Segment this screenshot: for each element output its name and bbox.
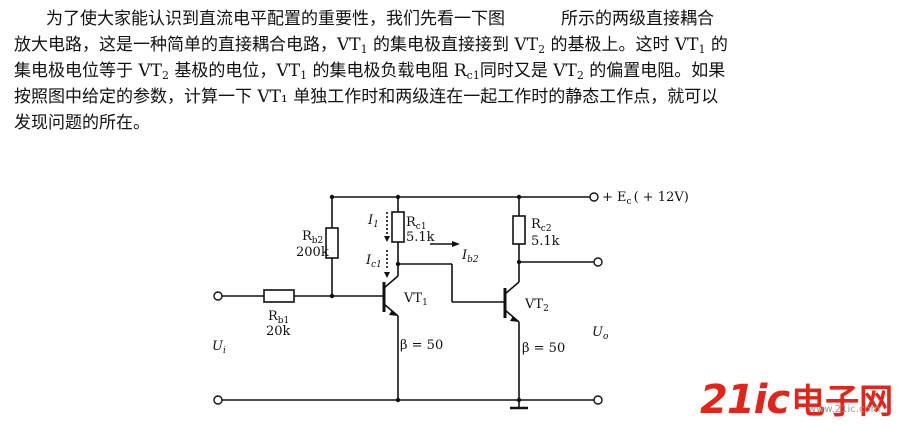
ui-label: U [212,339,224,354]
text-run: 的基极上。这时 VT [545,35,699,55]
text-run: 为了使大家能认识到直流电平配置的重要性，我们先看一下图 [46,9,505,29]
junction-dot [395,397,401,403]
text-run: 放大电路，这是一种简单的直接耦合电路，VT [14,35,361,55]
supply-sub: c [627,197,632,207]
subscript: 2 [162,69,170,82]
vt1-emitter-arrow [389,310,398,316]
watermark-cn: 电子网 [791,382,894,422]
svg-text:+ Ec( + 12V): + Ec( + 12V) [602,190,689,207]
rc1-label: R [406,215,417,230]
svg-text:Ic1: Ic1 [365,253,382,270]
vt2-emitter-arrow [510,316,519,322]
text-run: 所示的两级直接耦合 [561,9,714,29]
watermark-brand: 21ic [700,377,790,423]
subscript: 1 [360,43,368,56]
watermark-url: www.21ic.com [808,404,881,415]
i1-label: I [367,213,374,228]
junction-dot [395,261,401,267]
text-run: 基极的电位，VT [169,61,301,81]
subscript: 1 [300,69,308,82]
text-run: 的集电极负载电阻 R [307,61,467,81]
watermark-logo: 21ic电子网 www.21ic.com [700,374,900,423]
junction-dot [516,259,522,265]
ic1-arrowhead [384,272,390,278]
supply-terminal [589,192,599,202]
junction-dot [516,194,522,200]
svg-text:Rb1: Rb1 [268,309,289,326]
rb1-sub: b1 [278,316,290,326]
i1-sub: 1 [373,220,379,230]
subscript: c1 [466,69,480,82]
vt2-beta: β = 50 [522,341,565,356]
svg-text:VT2: VT2 [524,297,549,314]
junction-dot [516,397,522,403]
para-line: 放大电路，这是一种简单的直接耦合电路，VT1 的集电极直接接到 VT2 的基极上… [14,32,894,58]
para-line: 按照图中给定的参数，计算一下 VT₁ 单独工作时和两级连在一起工作时的静态工作点… [14,84,894,110]
para-line: 为了使大家能认识到直流电平配置的重要性，我们先看一下图 所示的两级直接耦合 [14,6,894,32]
rc1-resistor [391,211,405,243]
output-terminal [593,257,603,267]
text-run: 同时又是 VT [479,61,577,81]
rb1-label: R [268,309,279,324]
input-terminal [213,291,223,301]
junction-dot [329,194,335,200]
text-run: 发现问题的所在。 [14,113,150,133]
subscript: 2 [576,69,584,82]
text-run: 的偏置电阻。如果 [583,61,726,81]
rb2-value: 200k [296,245,329,260]
vt1-beta: β = 50 [400,338,443,353]
ib2-arrowhead [452,241,460,247]
subscript: 1 [698,43,706,56]
text-run: 集电极电位等于 VT [14,61,163,81]
ui-sub: i [223,346,226,356]
text-run: 的集电极直接接到 VT [367,35,539,55]
svg-text:I1: I1 [367,213,379,230]
rc2-sub: c2 [541,224,552,234]
output-ground-terminal [593,395,603,405]
svg-text:Ib2: Ib2 [461,248,479,265]
junction-dot [329,293,335,299]
supply-label: + E [602,190,627,205]
rb2-label: R [302,229,313,244]
vt1-collector-lead [383,275,399,289]
vt2-collector-lead [504,281,520,295]
rc2-label: R [531,217,542,232]
body-paragraph: 为了使大家能认识到直流电平配置的重要性，我们先看一下图 所示的两级直接耦合 放大电… [14,6,894,136]
vt1-sub: 1 [422,298,428,308]
ib2-label: I [461,248,468,263]
rc2-value: 5.1k [531,234,560,249]
ic1-sub: c1 [371,260,382,270]
vt1-label: VT [403,291,422,306]
svg-text:VT1: VT1 [403,291,428,308]
svg-text:Ui: Ui [212,339,226,356]
svg-text:Uo: Uo [592,325,609,342]
svg-text:Rc1: Rc1 [406,215,427,232]
rb1-resistor [263,289,295,303]
para-line: 发现问题的所在。 [14,110,894,136]
para-line: 集电极电位等于 VT2 基极的电位，VT1 的集电极负载电阻 Rc1同时又是 V… [14,58,894,84]
rb1-value: 20k [266,324,291,339]
rb2-sub: b2 [312,236,324,246]
i1-arrowhead [384,236,390,242]
text-run: 的 [705,35,728,55]
junction-dot [395,194,401,200]
vt2-sub: 2 [543,304,549,314]
ic1-label: I [365,253,372,268]
rc2-resistor [512,215,526,245]
rc1-sub: c1 [416,222,427,232]
text-run: 按照图中给定的参数，计算一下 VT₁ 单独工作时和两级连在一起工作时的静态工作点… [14,87,719,107]
vt2-label: VT [524,297,543,312]
supply-value: ( + 12V) [634,190,689,205]
ib2-sub: b2 [467,255,479,265]
subscript: 2 [538,43,546,56]
rc1-value: 5.1k [406,230,435,245]
uo-label: U [592,325,604,340]
input-ground-terminal [213,395,223,405]
svg-text:Rb2: Rb2 [302,229,323,246]
svg-text:Rc2: Rc2 [531,217,552,234]
uo-sub: o [603,332,609,342]
